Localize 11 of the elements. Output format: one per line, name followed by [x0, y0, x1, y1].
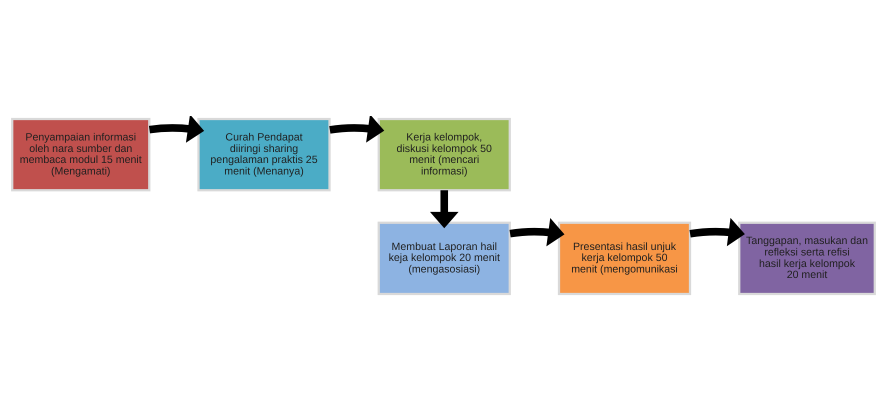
arrow	[329, 116, 384, 142]
node-box: Curah Pendapat diiringi sharing pengalaman praktis 25 menit (Menanya)	[197, 117, 331, 191]
arrow	[148, 116, 204, 142]
node-box: Tanggapan, masukan dan refleksi serta refisi hasil kerja kelompok 20 menit	[738, 221, 876, 295]
node-box: Presentasi hasil unjuk kerja kelompok 50 menit (mengomunikasi	[558, 221, 692, 295]
arrow	[430, 190, 459, 228]
arrow	[690, 217, 745, 246]
node-box: Membuat Laporan hail keja kelompok 20 menit (mengasosiasi)	[378, 221, 511, 295]
node-box: Penyampaian informasi oleh nara sumber dan membaca modul 15 menit (Mengamati)	[11, 117, 150, 191]
node-box: Kerja kelompok, diskusi kelompok 50 menit (mencari informasi)	[378, 117, 511, 191]
arrow	[510, 218, 564, 246]
